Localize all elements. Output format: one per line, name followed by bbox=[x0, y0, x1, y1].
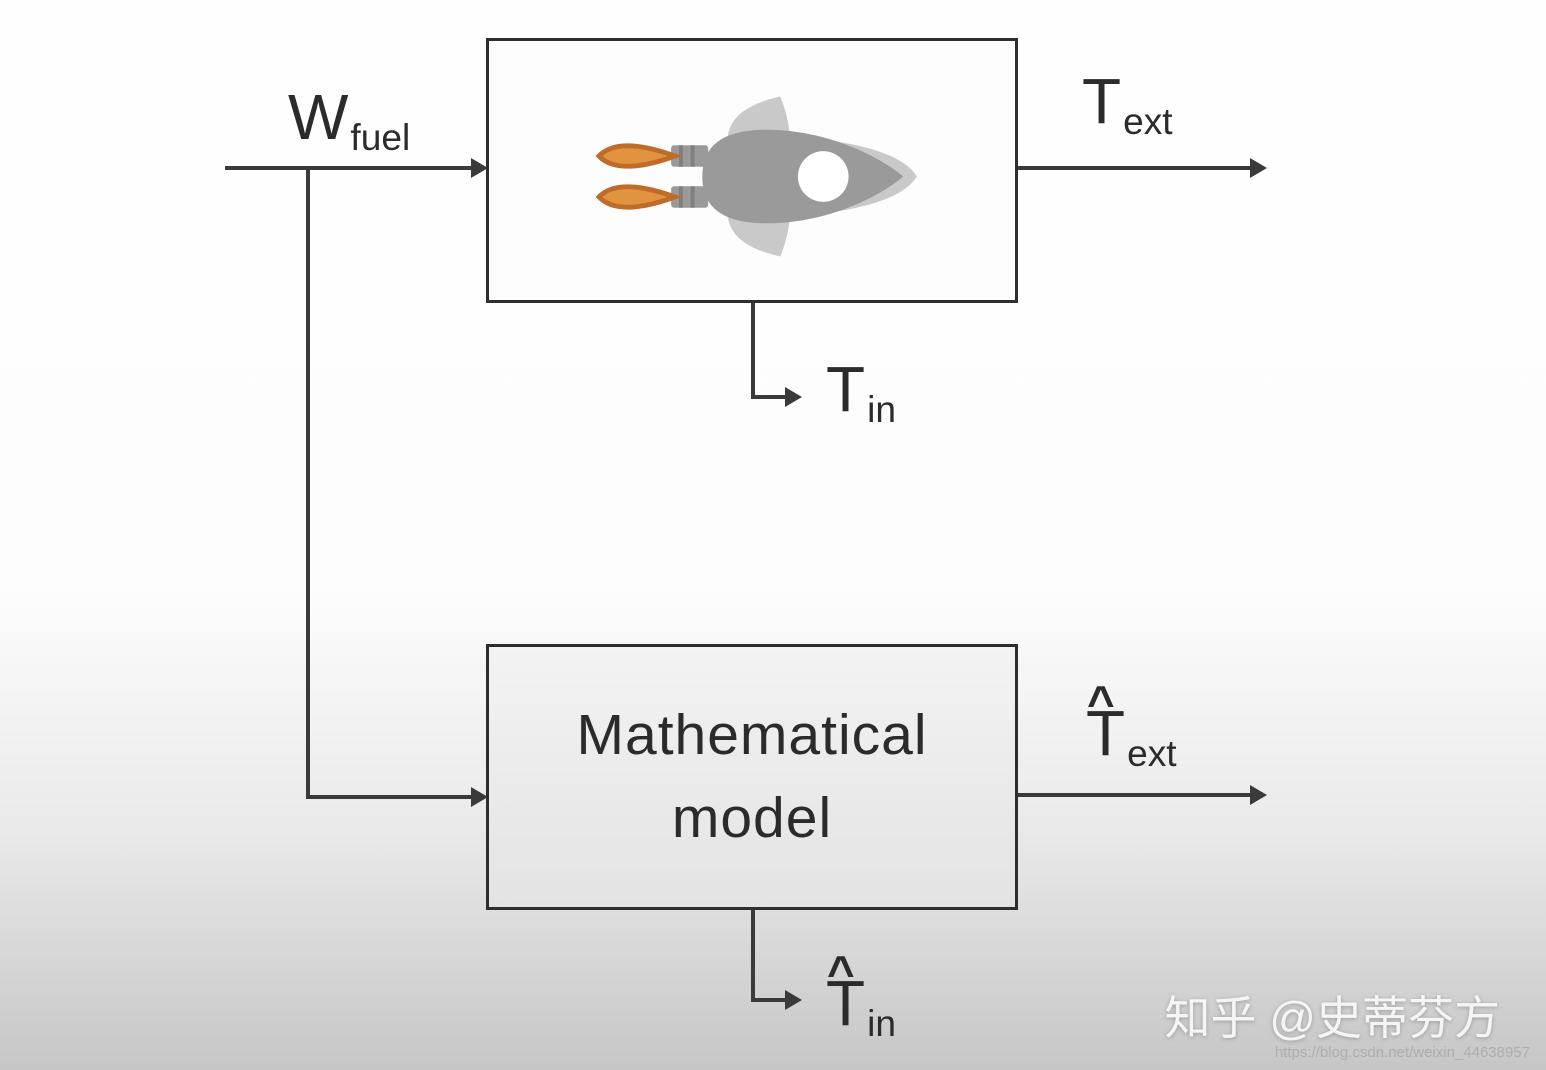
output-label-text-hat: ^Text bbox=[1086, 677, 1177, 774]
flame-bottom bbox=[595, 184, 683, 210]
model-input-line bbox=[306, 795, 473, 799]
text-base: T bbox=[1082, 65, 1122, 137]
wfuel-base: W bbox=[288, 81, 349, 153]
rocket-window bbox=[797, 151, 849, 202]
tin-drop-line bbox=[751, 303, 755, 399]
wfuel-input-arrowhead bbox=[471, 158, 488, 178]
texthat-output-line bbox=[1018, 793, 1252, 797]
texthat-output-arrowhead bbox=[1250, 785, 1267, 805]
text-output-line bbox=[1018, 166, 1252, 170]
math-model-block: Mathematical model bbox=[486, 644, 1018, 910]
wfuel-branch-line bbox=[306, 166, 310, 799]
model-label-line1: Mathematical bbox=[576, 703, 928, 768]
model-label-line2: model bbox=[671, 786, 833, 850]
input-label-wfuel: Wfuel bbox=[288, 80, 410, 158]
output-label-text: Text bbox=[1082, 64, 1173, 142]
tinhat-output-arrowhead bbox=[785, 990, 802, 1010]
tin-output-line bbox=[751, 395, 787, 399]
tin-subscript: in bbox=[867, 388, 896, 431]
nozzle-ridge bbox=[690, 186, 695, 208]
text-subscript: ext bbox=[1123, 100, 1173, 143]
tinhat-drop-line bbox=[751, 910, 755, 1002]
model-input-arrowhead bbox=[471, 787, 488, 807]
output-label-tin: Tin bbox=[826, 352, 896, 430]
watermark-url: https://blog.csdn.net/weixin_44638957 bbox=[1274, 1044, 1530, 1061]
nozzle-ridge bbox=[690, 145, 695, 167]
texthat-base: T bbox=[1086, 697, 1126, 769]
flame-top bbox=[595, 143, 683, 169]
text-output-arrowhead bbox=[1250, 158, 1267, 178]
tinhat-subscript: in bbox=[867, 1002, 896, 1045]
texthat-hat: ^ bbox=[1086, 677, 1115, 731]
rocket-icon bbox=[595, 96, 917, 257]
texthat-subscript: ext bbox=[1127, 732, 1177, 775]
tinhat-output-line bbox=[751, 998, 787, 1002]
wfuel-subscript: fuel bbox=[350, 116, 411, 159]
tinhat-base: T bbox=[826, 967, 866, 1039]
output-label-tin-hat: ^Tin bbox=[826, 947, 896, 1044]
rocket-system-block bbox=[486, 38, 1018, 303]
tinhat-hat: ^ bbox=[826, 947, 855, 1001]
tin-output-arrowhead bbox=[785, 387, 802, 407]
tin-base: T bbox=[826, 353, 866, 425]
wfuel-input-line bbox=[225, 166, 473, 170]
watermark-zhihu: 知乎 @史蒂芬方 bbox=[1164, 992, 1500, 1044]
